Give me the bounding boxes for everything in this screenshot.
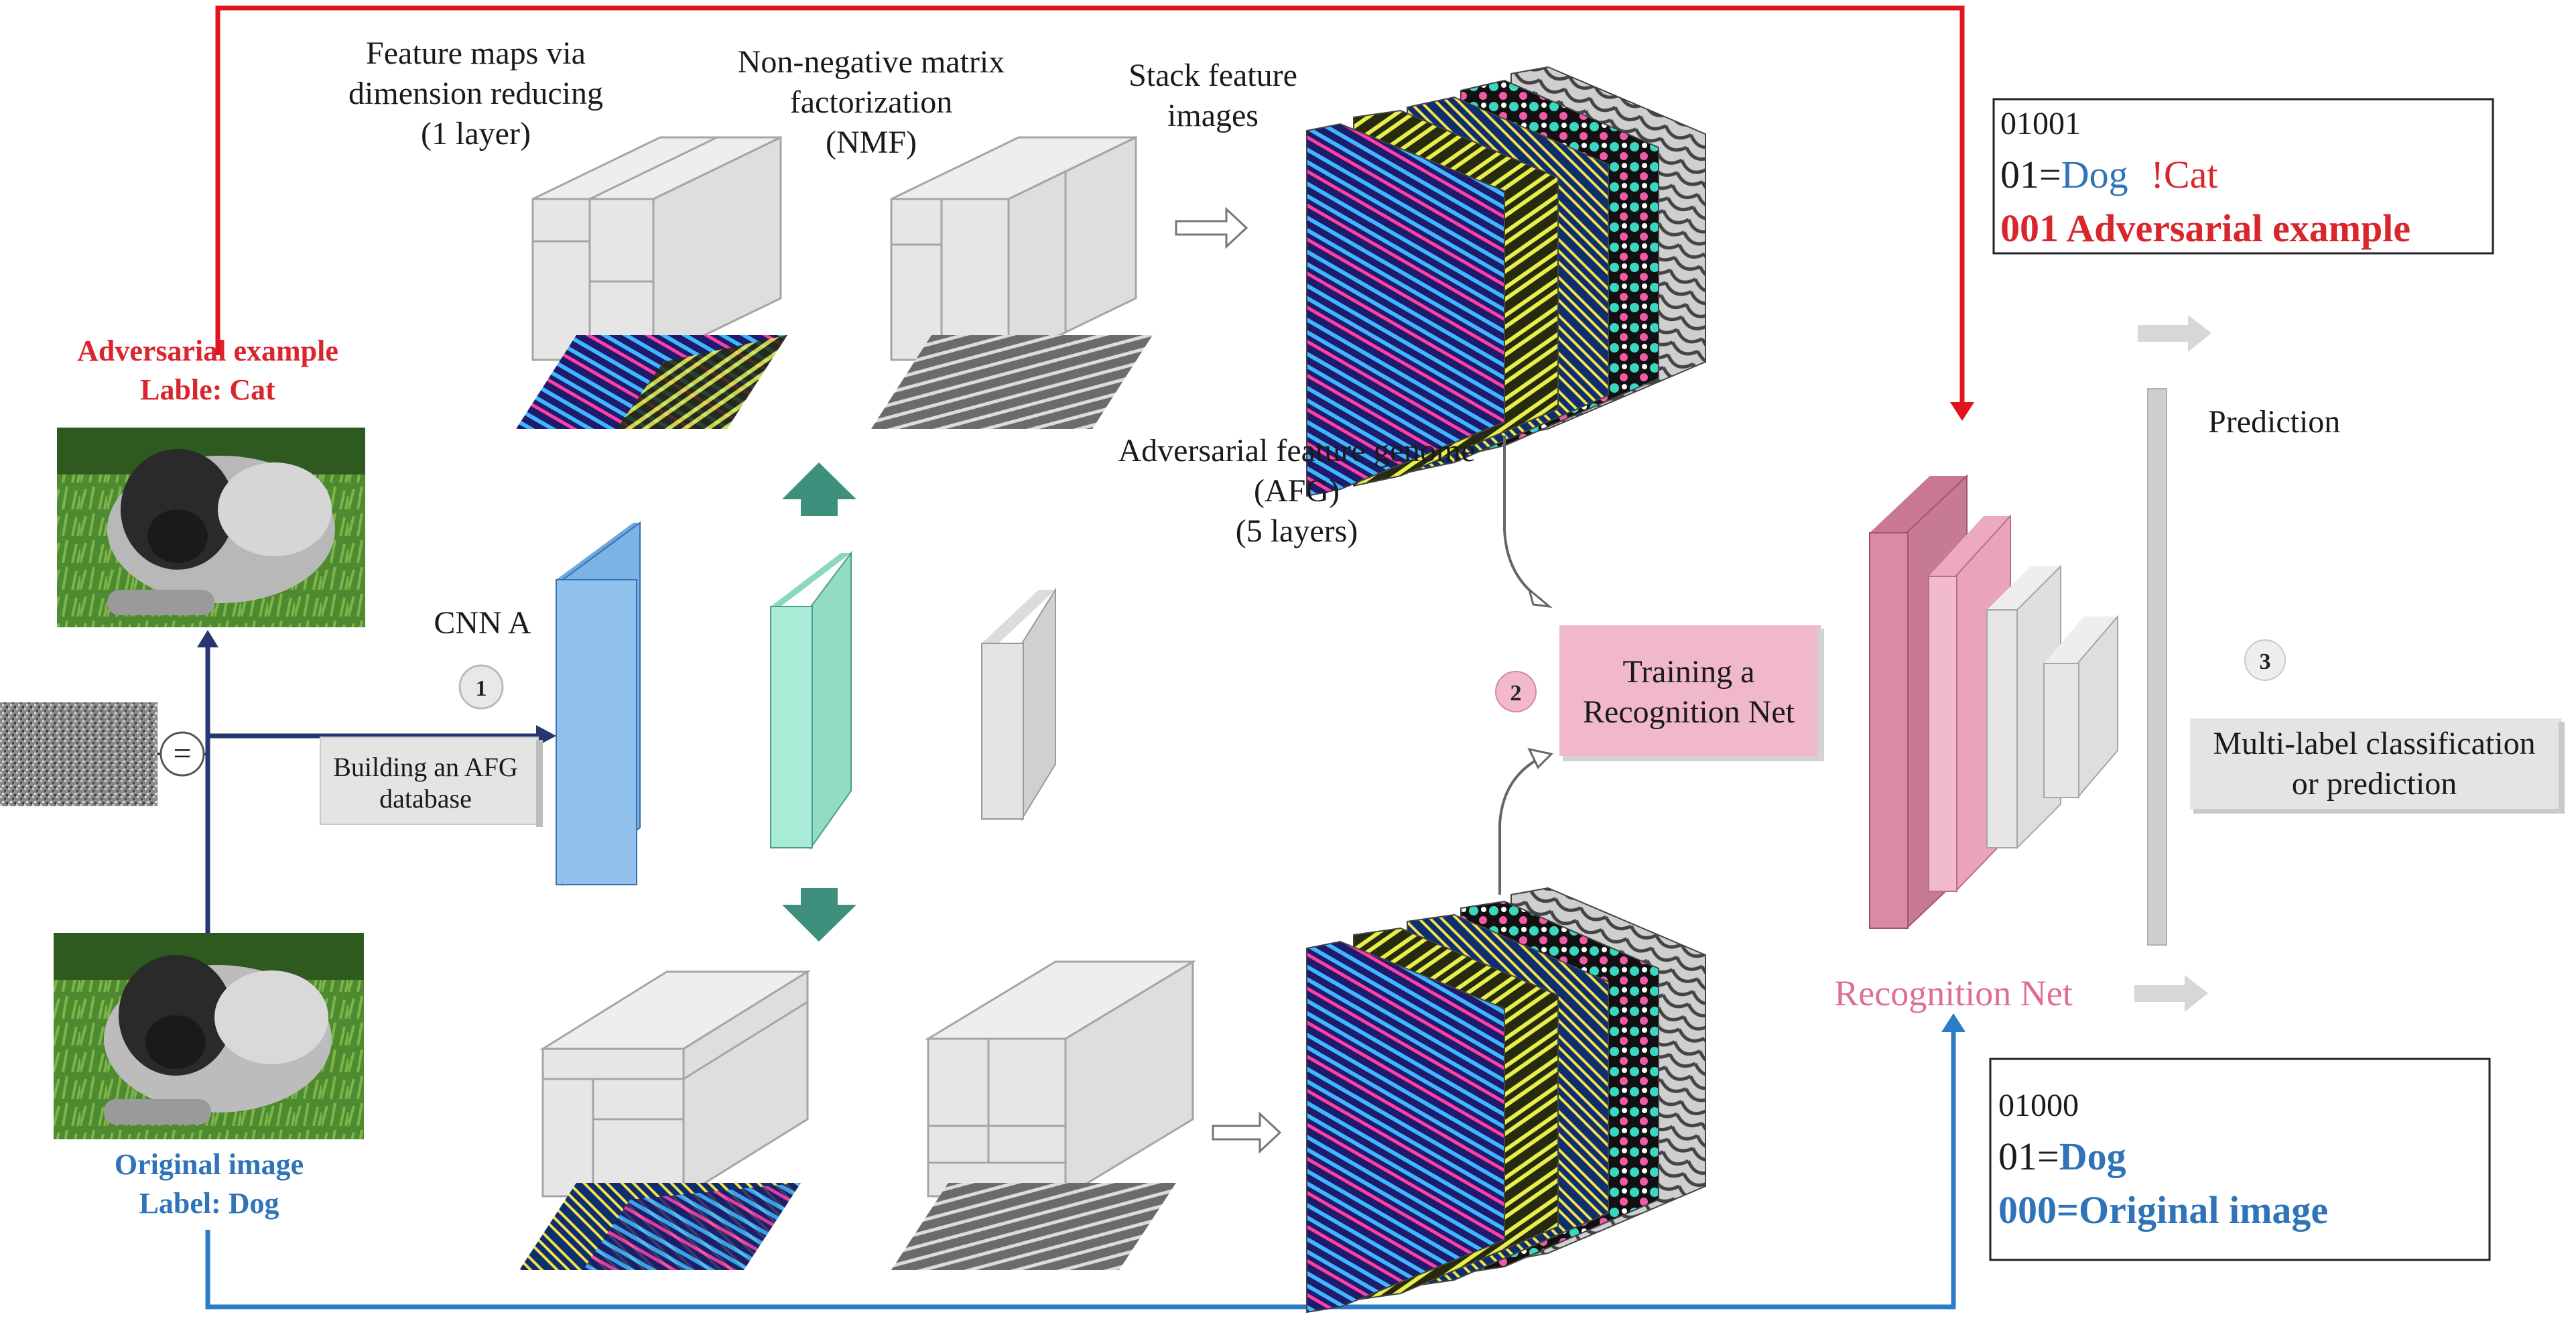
feature-maps-label-1: Feature maps via — [366, 36, 586, 71]
code-bottom-prefix: 01= — [1998, 1135, 2059, 1178]
svg-text:Recognition Net: Recognition Net — [1583, 694, 1795, 730]
code-box-adversarial: 01001 01=Dog !Cat 001 Adversarial example — [1992, 98, 2494, 255]
curved-arrow-from-bottom — [1498, 756, 1542, 895]
curved-arrow-from-bottom-head — [1527, 747, 1554, 769]
code-top-dog: Dog — [2061, 153, 2128, 196]
top-feature-map-cube — [516, 135, 787, 429]
svg-text:Building an AFG: Building an AFG — [333, 752, 518, 782]
stack-feature-label-1: Stack feature — [1129, 58, 1297, 93]
red-feedback-arrow — [215, 5, 1965, 409]
blue-feedback-arrowhead — [1941, 1013, 1966, 1032]
original-label-text: Label: Dog — [139, 1187, 279, 1220]
step-3-badge: 3 — [2244, 639, 2286, 681]
cnn-layer-cyan — [770, 551, 852, 850]
top-nmf-cube — [871, 135, 1153, 429]
gray-arrow-top — [2138, 315, 2211, 352]
svg-text:01=Dog: 01=Dog — [1998, 1135, 2126, 1178]
step-1-badge: 1 — [458, 664, 504, 710]
cnn-a-label: CNN A — [434, 605, 531, 641]
navy-up-arrowhead — [197, 630, 218, 647]
afg-label-3: (5 layers) — [1236, 513, 1358, 549]
recognition-net-stack — [1869, 474, 2118, 930]
code-top-notcat: !Cat — [2151, 153, 2218, 196]
red-feedback-arrowhead — [1950, 402, 1974, 421]
svg-text:Multi-label classification: Multi-label classification — [2213, 726, 2535, 761]
svg-text:01001: 01001 — [2000, 106, 2081, 141]
svg-text:2: 2 — [1510, 681, 1522, 706]
step-2-badge: 2 — [1495, 671, 1537, 712]
svg-text:1: 1 — [476, 676, 487, 701]
adversarial-label-text: Lable: Cat — [140, 373, 275, 406]
multilabel-classification-box: Multi-label classification or prediction — [2190, 718, 2565, 814]
svg-text:database: database — [379, 783, 472, 814]
stack-arrow-bottom — [1212, 1111, 1282, 1154]
stack-feature-label-2: images — [1167, 98, 1259, 133]
svg-text:Training a: Training a — [1623, 654, 1755, 690]
teal-down-arrow — [782, 888, 856, 942]
original-dog-image — [54, 933, 364, 1139]
curved-arrow-from-top-head — [1527, 586, 1553, 609]
curved-arrow-from-top — [1503, 436, 1543, 601]
code-bottom-dog: Dog — [2059, 1135, 2126, 1178]
original-image-label: Original image — [115, 1148, 304, 1181]
code-box-original: 01000 01=Dog 000=Original image — [1989, 1058, 2491, 1261]
feature-maps-label-2: dimension reducing — [348, 76, 603, 111]
cnn-a-layer-blue — [556, 521, 641, 886]
svg-text:01000: 01000 — [1998, 1088, 2079, 1123]
bottom-feature-map-cube — [519, 970, 812, 1270]
nmf-label-1: Non-negative matrix — [738, 44, 1005, 80]
gray-arrow-bottom — [2134, 975, 2208, 1012]
recognition-net-label: Recognition Net — [1834, 973, 2072, 1013]
perturbation-noise-image — [0, 702, 157, 806]
nmf-label-2: factorization — [790, 84, 953, 120]
training-recognition-net-box: Training a Recognition Net — [1559, 625, 1824, 761]
svg-text:=: = — [173, 736, 191, 771]
teal-up-arrow — [782, 462, 856, 516]
top-stacked-feature-images — [1306, 66, 1706, 497]
svg-text:3: 3 — [2260, 649, 2271, 674]
bottom-stacked-feature-images — [1306, 887, 1706, 1314]
svg-text:or prediction: or prediction — [2292, 766, 2457, 802]
cnn-layer-gray — [981, 587, 1056, 822]
afg-label-2: (AFG) — [1254, 473, 1340, 509]
building-afg-database-box: Building an AFG database — [320, 737, 543, 827]
feature-maps-label-3: (1 layer) — [421, 116, 531, 151]
prediction-vertical-bar — [2147, 388, 2167, 946]
svg-text:001 Adversarial example: 001 Adversarial example — [2000, 206, 2410, 250]
blue-feedback-arrow — [205, 1027, 1956, 1310]
adversarial-dog-image — [57, 428, 365, 627]
svg-text:000=Original image: 000=Original image — [1998, 1188, 2328, 1232]
svg-text:01=Dog!Cat: 01=Dog !Cat — [2000, 153, 2217, 196]
bottom-nmf-cube — [891, 960, 1197, 1270]
prediction-label: Prediction — [2208, 404, 2340, 440]
nmf-label-3: (NMF) — [826, 125, 917, 160]
afg-label-1: Adversarial feature genome — [1118, 433, 1475, 468]
equals-operator-circle: = — [159, 731, 205, 777]
stack-arrow-top — [1175, 206, 1248, 249]
adversarial-example-label: Adversarial example — [77, 334, 338, 367]
code-top-prefix: 01= — [2000, 153, 2061, 196]
